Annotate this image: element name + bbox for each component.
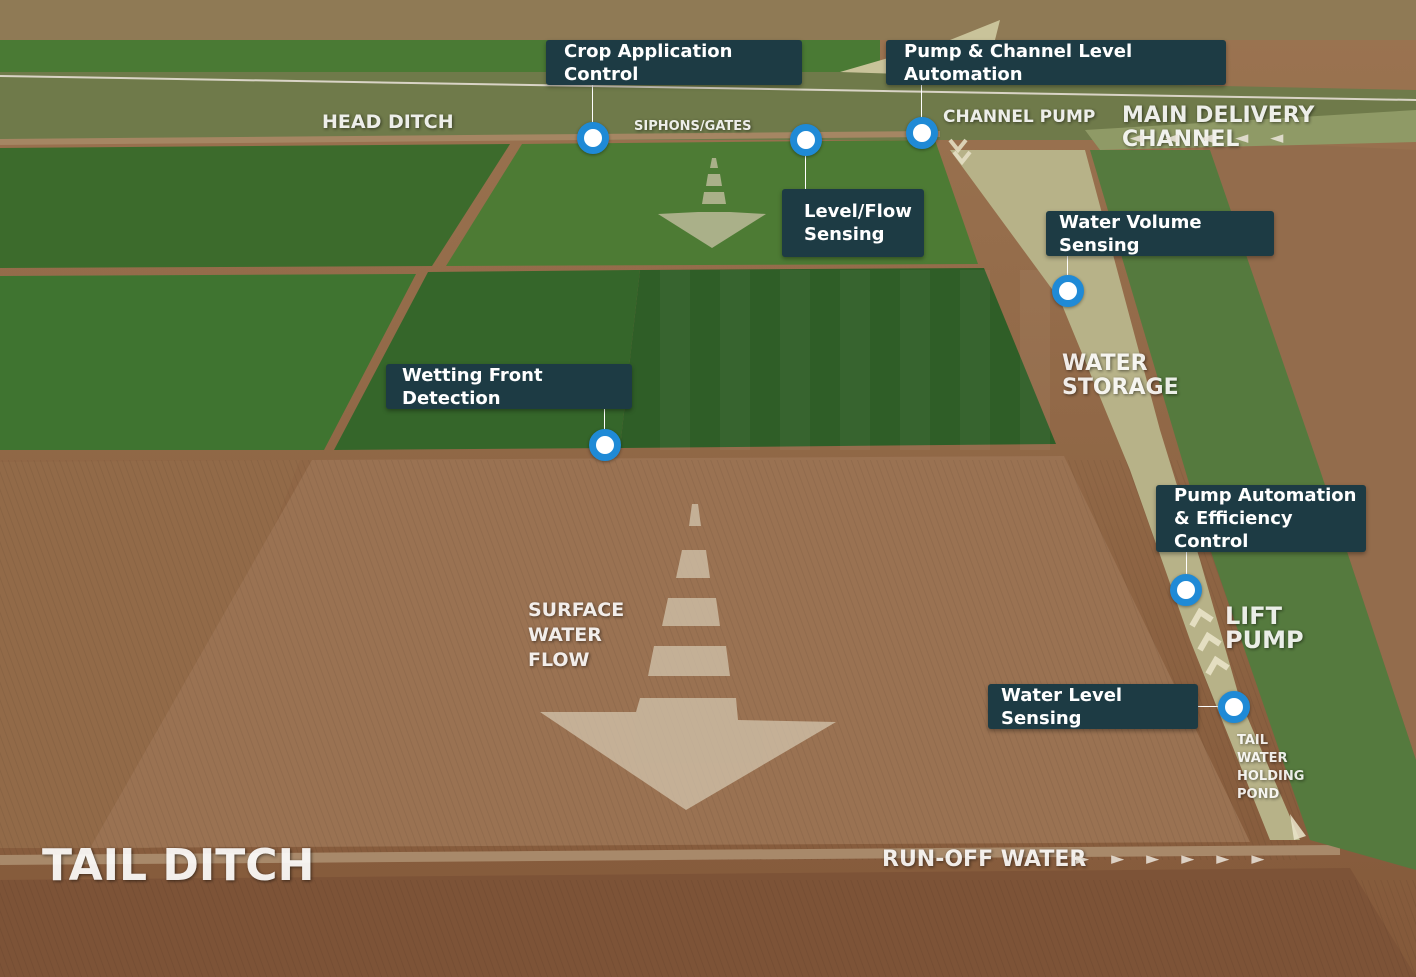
wetting-front-marker[interactable] <box>589 429 621 461</box>
pump-automation-efficiency-control-callout[interactable]: Pump Automation & Efficiency Control <box>1156 485 1366 552</box>
tail-water-pond-marker[interactable] <box>1218 691 1250 723</box>
tail-ditch-road <box>0 845 1341 865</box>
level-flow-marker[interactable] <box>790 124 822 156</box>
right-field <box>1200 140 1416 760</box>
main-channel-arrows: ◄◄◄◄◄ <box>1130 128 1306 148</box>
surface-water-flow-arrow <box>540 504 836 810</box>
wetting-front-detection-callout[interactable]: Wetting Front Detection <box>386 364 632 409</box>
field-mid-left <box>0 274 416 450</box>
pump-channel-leader <box>921 85 922 131</box>
pump-channel-level-automation-callout[interactable]: Pump & Channel Level Automation <box>886 40 1226 85</box>
surface-water-flow-label: SURFACE WATER FLOW <box>528 599 625 671</box>
level-flow-leader <box>805 138 806 190</box>
tail-water-holding-pond-label: TAIL WATER HOLDING POND <box>1237 733 1305 802</box>
head-ditch-road <box>0 131 941 145</box>
lift-pump-marker[interactable] <box>1170 574 1202 606</box>
head-ditch-label: HEAD DITCH <box>322 111 454 133</box>
water-level-sensing-callout[interactable]: Water Level Sensing <box>988 684 1198 729</box>
main-delivery-channel <box>1085 110 1416 150</box>
wetting-front-leader <box>604 409 605 443</box>
run-off-arrows: ►►►►►► <box>1076 849 1287 869</box>
water-storage-label: WATER STORAGE <box>1062 351 1179 400</box>
crop-application-leader <box>592 85 593 137</box>
main-delivery-channel-label: MAIN DELIVERY CHANNEL <box>1122 103 1315 152</box>
pond-outflow-arrow <box>1290 814 1306 840</box>
lift-pump-label: LIFT PUMP <box>1225 602 1304 654</box>
lift-pump-chevrons <box>1189 607 1230 676</box>
far-fields <box>0 0 1416 40</box>
road-line <box>0 75 1416 101</box>
water-volume-marker[interactable] <box>1052 275 1084 307</box>
water-level-leader <box>1198 706 1234 707</box>
water-volume-sensing-callout[interactable]: Water Volume Sensing <box>1046 211 1274 256</box>
crop-application-control-callout[interactable]: Crop Application Control <box>546 40 802 85</box>
water-volume-leader <box>1067 256 1068 290</box>
channel-pump-chevrons <box>948 138 972 166</box>
tail-ditch-label: TAIL DITCH <box>42 840 315 891</box>
field-upper-left <box>0 144 510 268</box>
crop-application-marker[interactable] <box>577 122 609 154</box>
head-flow-arrow <box>658 158 766 248</box>
channel-pump-label: CHANNEL PUMP <box>943 107 1096 127</box>
channel-pump-marker[interactable] <box>906 117 938 149</box>
pump-automation-leader <box>1186 552 1187 588</box>
level-flow-sensing-callout[interactable]: Level/Flow Sensing <box>782 189 924 257</box>
siphons-gates-label: SIPHONS/GATES <box>634 119 752 134</box>
run-off-water-label: RUN-OFF WATER <box>882 847 1087 872</box>
scrub-band <box>0 72 1416 140</box>
